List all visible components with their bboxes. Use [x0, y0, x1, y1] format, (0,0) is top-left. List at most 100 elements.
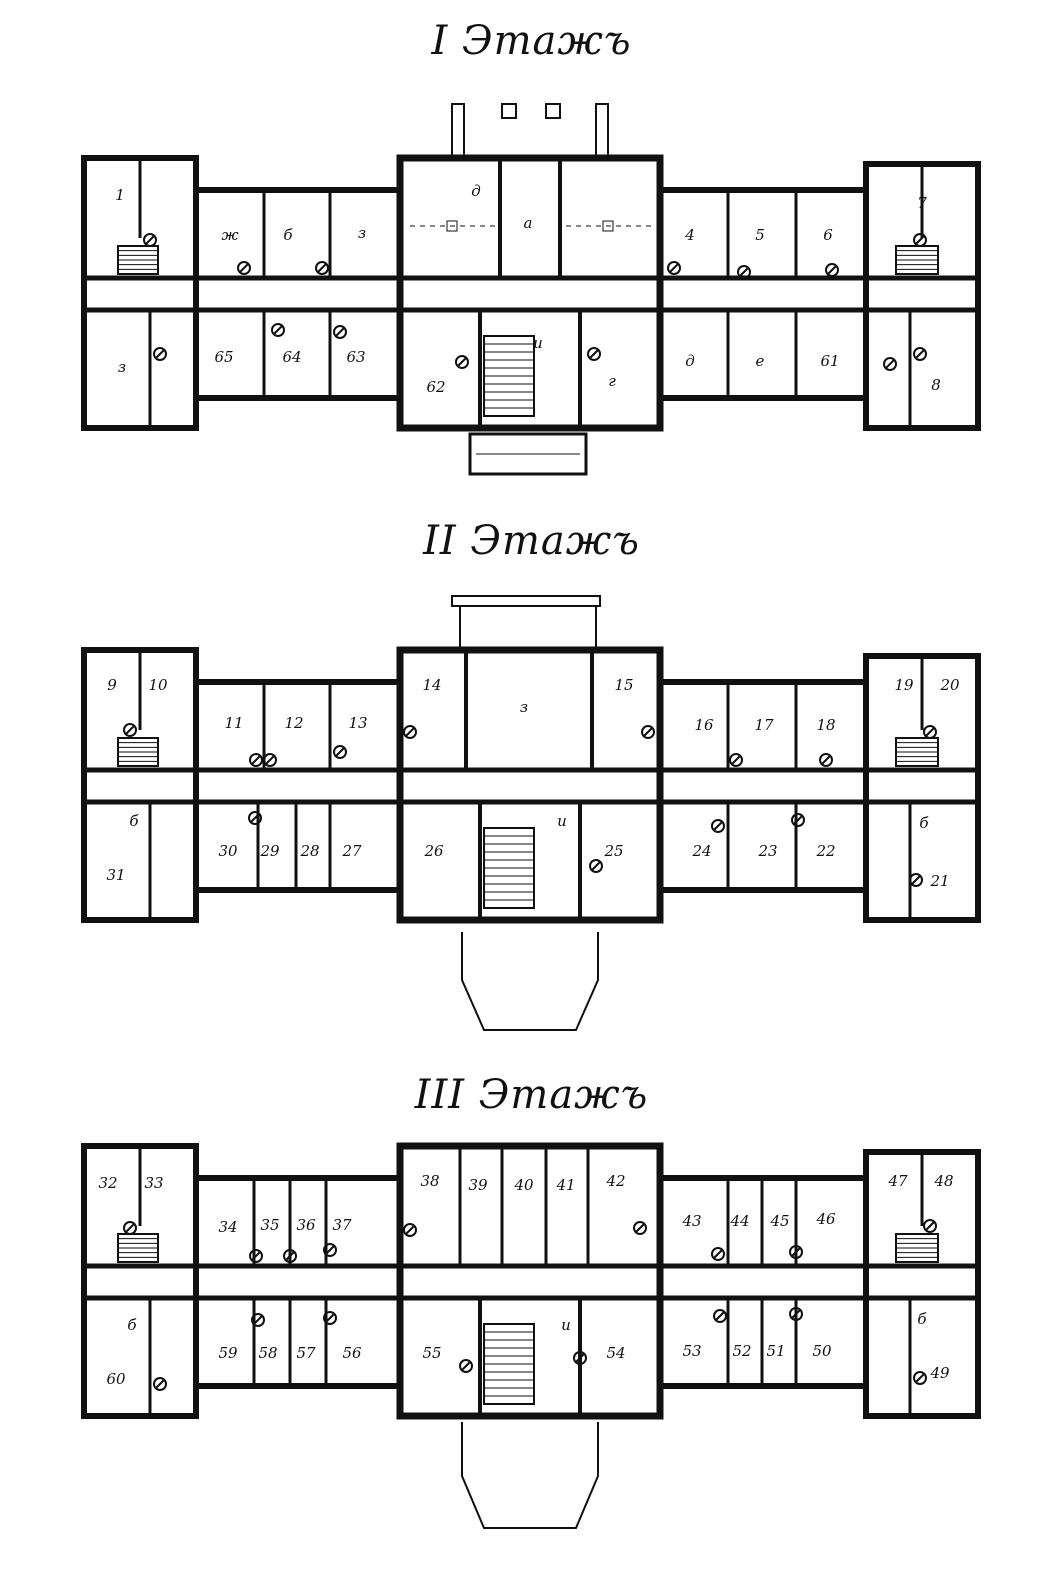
stove-icon	[123, 1221, 137, 1235]
stove-icon-mark	[145, 235, 155, 245]
room-number-label: 58	[258, 1344, 277, 1362]
room-number-label: 53	[682, 1342, 701, 1360]
room-number-label: 64	[282, 348, 301, 366]
stove-icon	[923, 725, 937, 739]
room-number-label: 54	[606, 1344, 625, 1362]
stove-icon	[153, 1377, 167, 1391]
room-number-label: 34	[218, 1218, 237, 1236]
stove-icon	[315, 261, 329, 275]
stove-icon	[711, 819, 725, 833]
room-number-label: 25	[603, 842, 623, 860]
room-number-label: а	[524, 214, 533, 232]
central-block-wall	[396, 154, 664, 432]
room-number-label: 52	[732, 1342, 751, 1360]
portico-post	[451, 103, 465, 159]
room-number-label: 33	[144, 1174, 163, 1192]
stove-icon-mark	[335, 747, 345, 757]
room-number-label: 55	[422, 1344, 441, 1362]
room-number-label: 14	[422, 676, 441, 694]
stove-icon-mark	[253, 1315, 263, 1325]
stove-icon	[789, 1307, 803, 1321]
stove-icon	[403, 1223, 417, 1237]
stove-icon	[248, 811, 262, 825]
room-number-label: 57	[296, 1344, 316, 1362]
stove-icon	[143, 233, 157, 247]
stove-icon	[923, 1219, 937, 1233]
stove-icon	[251, 1313, 265, 1327]
stove-icon-mark	[793, 815, 803, 825]
bay-window	[461, 932, 599, 1031]
stove-icon-mark	[643, 727, 653, 737]
room-number-label: 37	[332, 1216, 352, 1234]
room-number-label: и	[561, 1316, 571, 1334]
stove-icon-mark	[885, 359, 895, 369]
room-number-label: 61	[820, 352, 839, 370]
stove-icon-mark	[457, 357, 467, 367]
stove-icon-mark	[125, 1223, 135, 1233]
room-number-label: 27	[341, 842, 362, 860]
stove-icon	[819, 753, 833, 767]
room-number-label: 15	[614, 676, 633, 694]
room-number-label: 43	[681, 1212, 701, 1230]
room-number-label: 9	[107, 676, 117, 694]
stove-icon	[913, 347, 927, 361]
stove-icon	[323, 1243, 337, 1257]
room-number-label: 45	[769, 1212, 789, 1230]
room-number-label: и	[557, 812, 567, 830]
room-number-label: 29	[259, 842, 280, 860]
room-number-label: 7	[917, 194, 927, 212]
stove-icon-mark	[713, 821, 723, 831]
room-number-label: 12	[284, 714, 303, 732]
room-number-label: 16	[694, 716, 714, 734]
room-number-label: 60	[106, 1370, 126, 1388]
stove-icon	[333, 325, 347, 339]
stove-icon	[459, 1359, 473, 1373]
stove-icon-mark	[713, 1249, 723, 1259]
room-number-label: б	[127, 1316, 137, 1334]
stove-icon-mark	[273, 325, 283, 335]
stove-icon-mark	[669, 263, 679, 273]
stove-icon	[913, 233, 927, 247]
room-number-label: 10	[148, 676, 168, 694]
stove-icon-mark	[325, 1313, 335, 1323]
room-number-label: 8	[931, 376, 941, 394]
stove-icon	[633, 1221, 647, 1235]
stove-icon-mark	[715, 1311, 725, 1321]
stove-icon	[913, 1371, 927, 1385]
stove-icon	[587, 347, 601, 361]
central-block-wall	[396, 646, 664, 924]
room-number-label: 44	[729, 1212, 749, 1230]
stove-icon-mark	[827, 265, 837, 275]
stove-icon	[283, 1249, 297, 1263]
room-number-label: 24	[691, 842, 711, 860]
stove-icon	[249, 1249, 263, 1263]
entrance-steps	[468, 432, 588, 476]
room-number-label: 1	[115, 186, 125, 204]
stove-icon	[737, 265, 751, 279]
portico-post	[545, 103, 561, 119]
stove-icon	[333, 745, 347, 759]
room-number-label: 35	[260, 1216, 279, 1234]
room-number-label: ж	[221, 226, 238, 244]
room-number-label: б	[919, 814, 929, 832]
stove-icon-mark	[821, 755, 831, 765]
stove-icon-mark	[461, 1361, 471, 1371]
stove-icon-mark	[911, 875, 921, 885]
stove-icon	[323, 1311, 337, 1325]
balcony-rail	[451, 595, 601, 607]
stove-icon-mark	[915, 1373, 925, 1383]
pillar	[446, 220, 458, 232]
room-number-label: 6	[823, 226, 833, 244]
room-number-label: 48	[933, 1172, 953, 1190]
room-number-label: 20	[939, 676, 960, 694]
stove-icon-mark	[155, 349, 165, 359]
stove-icon-mark	[739, 267, 749, 277]
stove-icon-mark	[317, 263, 327, 273]
stove-icon	[791, 813, 805, 827]
room-number-label: б	[283, 226, 293, 244]
stove-icon	[123, 723, 137, 737]
pillar	[602, 220, 614, 232]
room-number-label: 13	[348, 714, 367, 732]
stove-icon	[729, 753, 743, 767]
